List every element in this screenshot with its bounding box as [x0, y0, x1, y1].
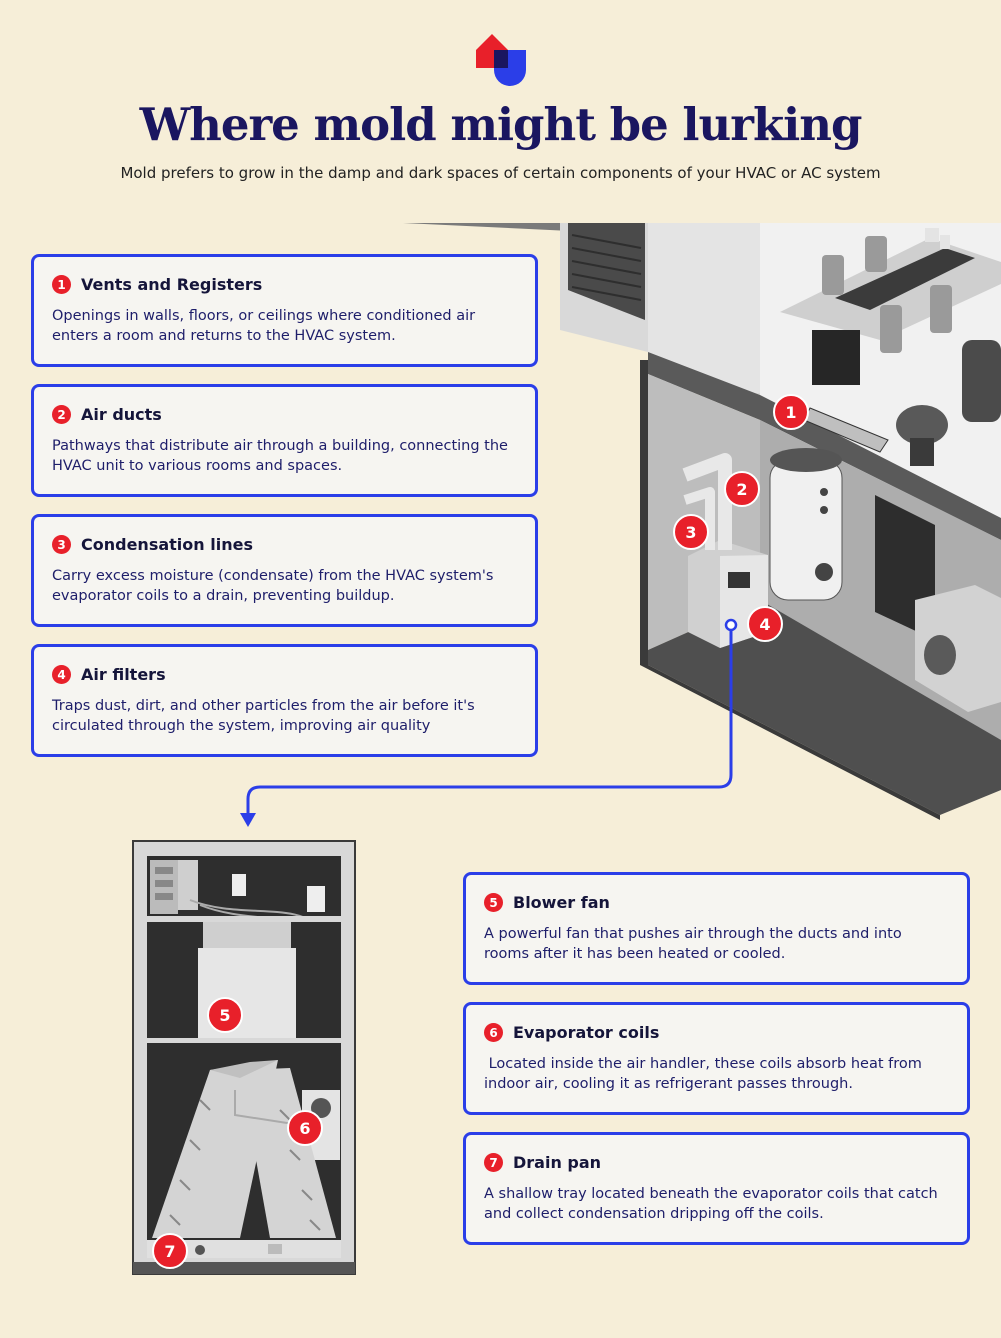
arrow-down-icon — [240, 813, 256, 827]
svg-text:1: 1 — [785, 403, 796, 422]
svg-text:6: 6 — [299, 1119, 310, 1138]
marker-3: 3 — [673, 514, 709, 550]
marker-6: 6 — [287, 1110, 323, 1146]
card-title: Vents and Registers — [81, 275, 263, 294]
card-description: Carry excess moisture (condensate) from … — [52, 568, 494, 604]
card-air-ducts: 2 Air ducts Pathways that distribute air… — [31, 384, 538, 497]
card-description: A shallow tray located beneath the evapo… — [484, 1186, 938, 1222]
card-title: Blower fan — [513, 893, 610, 912]
card-title: Air filters — [81, 665, 166, 684]
number-badge: 4 — [52, 665, 71, 684]
card-title: Evaporator coils — [513, 1023, 660, 1042]
card-blower-fan: 5 Blower fan A powerful fan that pushes … — [463, 872, 970, 985]
marker-2: 2 — [724, 471, 760, 507]
marker-4: 4 — [747, 606, 783, 642]
number-badge: 2 — [52, 405, 71, 424]
marker-7: 7 — [152, 1233, 188, 1269]
number-badge: 6 — [484, 1023, 503, 1042]
marker-1: 1 — [773, 394, 809, 430]
card-description: Traps dust, dirt, and other particles fr… — [52, 698, 475, 734]
svg-text:7: 7 — [164, 1242, 175, 1261]
outdoor-ac-unit — [568, 223, 645, 320]
card-description: Openings in walls, floors, or ceilings w… — [52, 308, 476, 344]
brand-logo — [476, 34, 526, 86]
card-title: Drain pan — [513, 1153, 602, 1172]
number-badge: 1 — [52, 275, 71, 294]
page-subtitle: Mold prefers to grow in the damp and dar… — [120, 164, 881, 182]
card-title: Condensation lines — [81, 535, 253, 554]
card-description: Located inside the air handler, these co… — [484, 1056, 927, 1092]
card-evaporator-coils: 6 Evaporator coils Located inside the ai… — [463, 1002, 970, 1115]
svg-text:3: 3 — [685, 523, 696, 542]
svg-text:4: 4 — [759, 615, 770, 634]
card-condensation-lines: 3 Condensation lines Carry excess moistu… — [31, 514, 538, 627]
page-title: Where mold might be lurking — [139, 98, 863, 151]
card-air-filters: 4 Air filters Traps dust, dirt, and othe… — [31, 644, 538, 757]
card-vents-registers: 1 Vents and Registers Openings in walls,… — [31, 254, 538, 367]
card-title: Air ducts — [81, 405, 162, 424]
card-description: Pathways that distribute air through a b… — [52, 438, 508, 474]
marker-5: 5 — [207, 997, 243, 1033]
number-badge: 7 — [484, 1153, 503, 1172]
svg-text:5: 5 — [219, 1006, 230, 1025]
svg-text:2: 2 — [736, 480, 747, 499]
card-drain-pan: 7 Drain pan A shallow tray located benea… — [463, 1132, 970, 1245]
number-badge: 3 — [52, 535, 71, 554]
number-badge: 5 — [484, 893, 503, 912]
card-description: A powerful fan that pushes air through t… — [484, 926, 902, 962]
